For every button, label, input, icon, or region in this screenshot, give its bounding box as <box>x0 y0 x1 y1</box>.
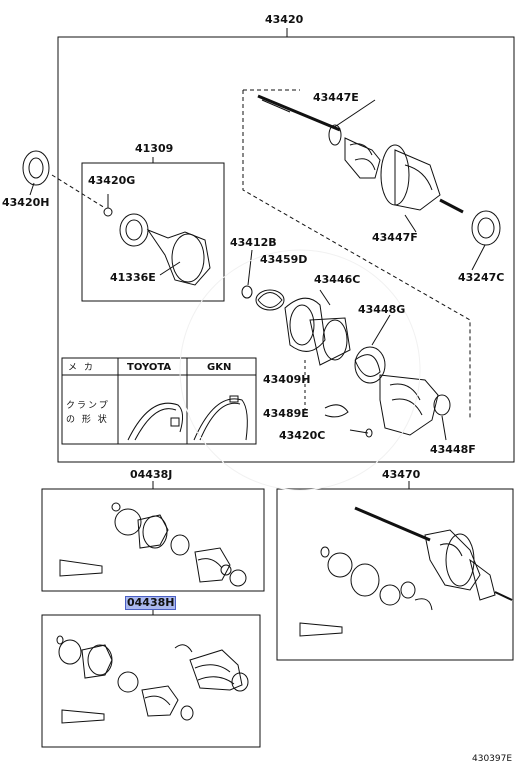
callout-43447E[interactable]: 43447E <box>313 91 359 104</box>
callout-43470[interactable]: 43470 <box>382 468 421 481</box>
callout-43409H[interactable]: 43409H <box>263 373 311 386</box>
callout-43489E[interactable]: 43489E <box>263 407 309 420</box>
kit-04438H-box <box>41 614 261 748</box>
callout-43459D[interactable]: 43459D <box>260 253 308 266</box>
callout-43448F[interactable]: 43448F <box>430 443 476 456</box>
callout-43447F[interactable]: 43447F <box>372 231 418 244</box>
callout-04438H-highlighted[interactable]: 04438H <box>124 596 177 610</box>
callout-43420[interactable]: 43420 <box>265 13 304 26</box>
table-row-label-shape: の 形 状 <box>66 415 109 425</box>
table-header-gkn: GKN <box>207 362 232 373</box>
callout-41309[interactable]: 41309 <box>135 142 174 155</box>
table-header-maker: メ カ <box>68 363 95 373</box>
kit-43470-box <box>276 488 514 661</box>
callout-41336E[interactable]: 41336E <box>110 271 156 284</box>
callout-43412B[interactable]: 43412B <box>230 236 277 249</box>
table-header-toyota: TOYOTA <box>127 362 172 373</box>
callout-43446C[interactable]: 43446C <box>314 273 361 286</box>
callout-43448G[interactable]: 43448G <box>358 303 406 316</box>
callout-43420G[interactable]: 43420G <box>88 174 136 187</box>
catalog-reference: 430397E <box>472 754 513 764</box>
callout-04438J[interactable]: 04438J <box>130 468 173 481</box>
callout-43420H[interactable]: 43420H <box>2 196 50 209</box>
group-43420-box <box>57 36 515 463</box>
callout-43420C[interactable]: 43420C <box>279 429 326 442</box>
callout-43247C[interactable]: 43247C <box>458 271 505 284</box>
table-row-label-clamp: クランプ <box>66 401 110 411</box>
